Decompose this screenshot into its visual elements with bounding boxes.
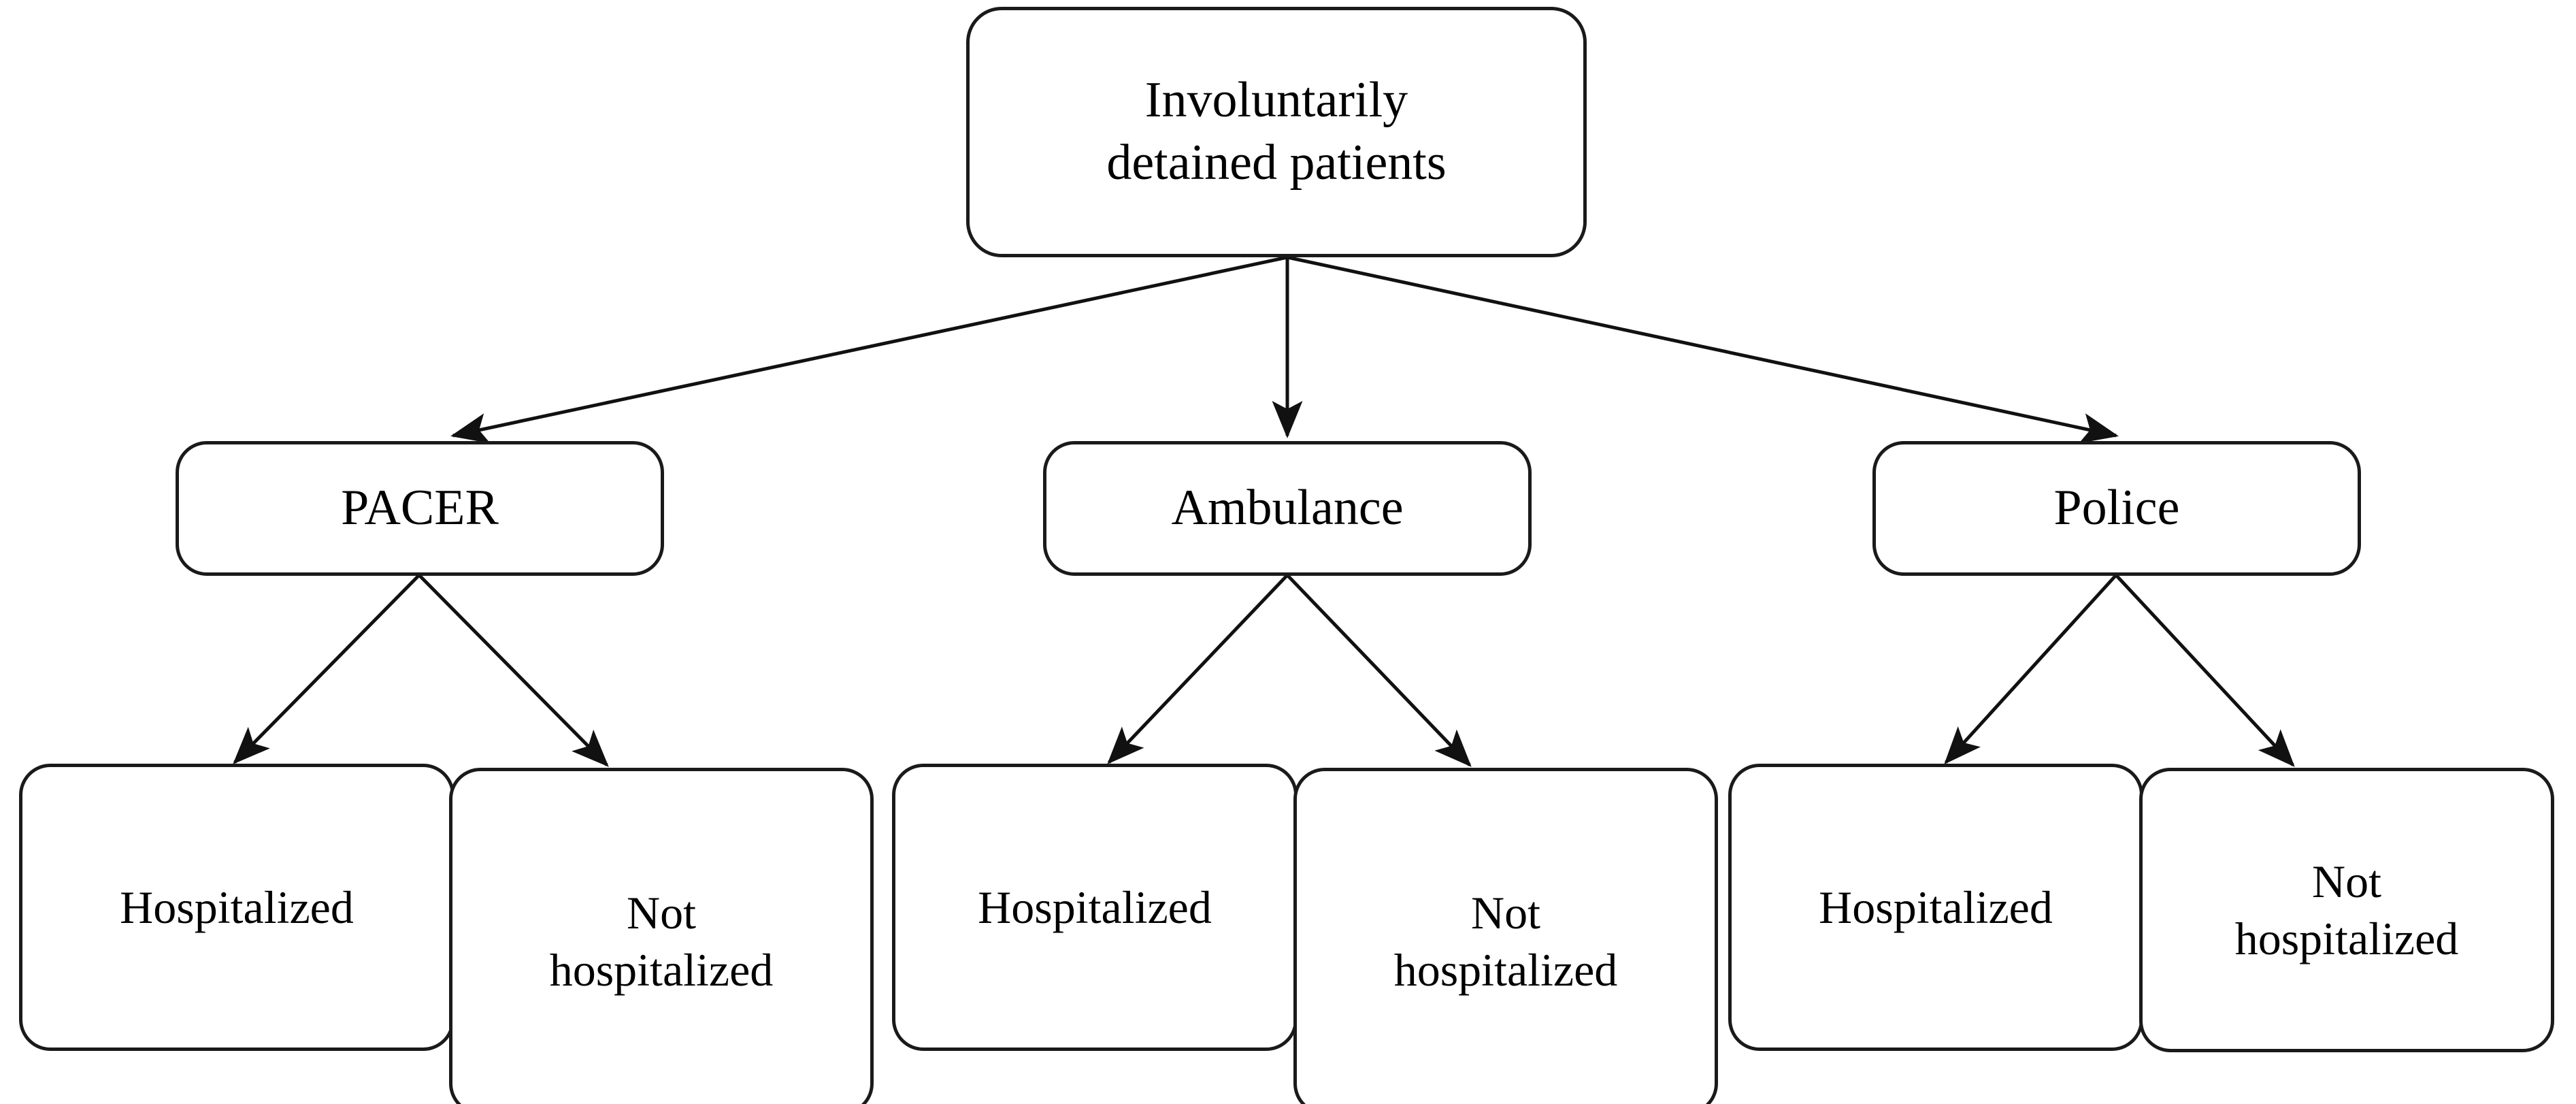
node-ambulance-not-hospitalized[interactable]: Not hospitalized bbox=[1293, 768, 1718, 1104]
edge-police-to-hospitalized bbox=[1944, 574, 2117, 764]
node-police[interactable]: Police bbox=[1872, 441, 2361, 576]
node-label: Hospitalized bbox=[1819, 881, 2053, 933]
node-pacer-hospitalized[interactable]: Hospitalized bbox=[19, 764, 455, 1051]
edge-pacer-to-hospitalized bbox=[233, 574, 420, 764]
edge-root-to-police bbox=[1287, 255, 2119, 444]
node-label: PACER bbox=[341, 480, 499, 536]
node-label: Police bbox=[2053, 480, 2180, 536]
node-police-not-hospitalized[interactable]: Not hospitalized bbox=[2139, 768, 2554, 1052]
edge-ambulance-to-hospitalized bbox=[1107, 574, 1289, 764]
node-label: Hospitalized bbox=[978, 881, 1212, 933]
node-label: Not hospitalized bbox=[549, 886, 774, 996]
node-police-hospitalized[interactable]: Hospitalized bbox=[1728, 764, 2143, 1051]
node-pacer-not-hospitalized[interactable]: Not hospitalized bbox=[449, 768, 874, 1104]
edge-root-to-pacer bbox=[450, 255, 1288, 444]
node-label: Ambulance bbox=[1171, 480, 1404, 536]
edge-police-to-not-hospitalized bbox=[2115, 574, 2295, 767]
node-label: Involuntarily detained patients bbox=[1106, 72, 1447, 191]
node-label: Not hospitalized bbox=[2234, 855, 2459, 964]
edge-ambulance-to-not-hospitalized bbox=[1286, 574, 1472, 767]
node-pacer[interactable]: PACER bbox=[176, 441, 664, 576]
node-label: Not hospitalized bbox=[1393, 886, 1618, 996]
node-ambulance-hospitalized[interactable]: Hospitalized bbox=[892, 764, 1298, 1051]
node-label: Hospitalized bbox=[120, 881, 354, 933]
edge-pacer-to-not-hospitalized bbox=[418, 574, 609, 767]
node-ambulance[interactable]: Ambulance bbox=[1043, 441, 1532, 576]
node-involuntarily-detained-patients[interactable]: Involuntarily detained patients bbox=[966, 7, 1587, 257]
